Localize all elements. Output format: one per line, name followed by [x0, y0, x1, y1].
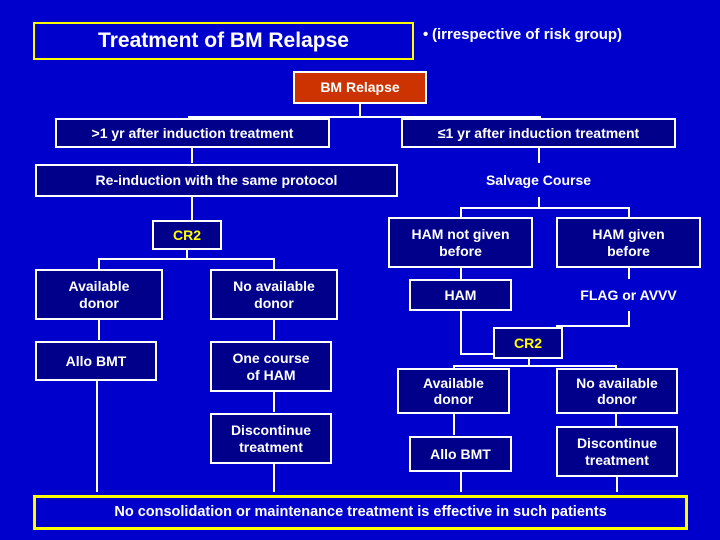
connector-hamnotgiven-to-ham [460, 268, 462, 279]
connector-ham-to-cr2 [460, 353, 504, 355]
connector-ham-down [460, 311, 462, 355]
left-protocol-node: Re-induction with the same protocol [35, 164, 398, 197]
connector-ham-given-down [628, 207, 630, 218]
connector-right-to-salvage [538, 148, 540, 163]
right-salvage-node: Salvage Course [485, 172, 592, 189]
connector-right-noavaildonor-down [615, 365, 617, 369]
connector-left-discontinue-to-footer [273, 464, 275, 492]
connector-left-noavaildonor-down2 [273, 320, 275, 340]
connector-onecourse-down [273, 392, 275, 412]
connector-right-availdonor-down [453, 365, 455, 369]
left-allo-bmt-node: Allo BMT [35, 341, 157, 381]
right-allo-bmt-node: Allo BMT [409, 436, 512, 472]
connector-root-split [188, 116, 541, 118]
right-cr2-label: CR2 [513, 334, 542, 351]
connector-left-availabledonor-down [98, 258, 100, 270]
bullet-icon: • [423, 26, 429, 43]
connector-right-availdonor-down2 [453, 414, 455, 435]
connector-rightcr2-down [528, 359, 530, 367]
connector-hamgiven-to-flag [628, 268, 630, 279]
left-cr2-node: CR2 [152, 220, 222, 250]
ham-given-node: HAM given before [556, 217, 701, 268]
connector-rightcr2-split [453, 365, 615, 367]
connector-right-allobmt-to-footer [460, 472, 462, 492]
right-discontinue-node: Discontinue treatment [556, 426, 678, 477]
connector-salvage-split [460, 207, 629, 209]
connector-flag-to-cr2 [556, 325, 630, 327]
branch-left-label: >1 yr after induction treatment [55, 118, 330, 148]
flag-avvv-node: FLAG or AVVV [580, 286, 677, 303]
connector-leftcr2-split [98, 258, 275, 260]
connector-left-availdonor-down2 [98, 320, 100, 340]
left-no-available-donor-node: No available donor [210, 269, 338, 320]
left-discontinue-node: Discontinue treatment [210, 413, 332, 464]
branch-right-label: ≤1 yr after induction treatment [401, 118, 676, 148]
connector-right-discontinue-to-footer [616, 477, 618, 492]
left-available-donor-node: Available donor [35, 269, 163, 320]
page-title: Treatment of BM Relapse [33, 22, 414, 60]
title-note: (irrespective of risk group) [432, 26, 623, 43]
left-cr2-label: CR2 [172, 226, 201, 243]
right-no-available-donor-node: No available donor [556, 368, 678, 414]
connector-right-noavaildonor-down2 [615, 414, 617, 426]
ham-not-given-node: HAM not given before [388, 217, 533, 268]
connector-cr2-in [191, 207, 193, 220]
ham-node: HAM [409, 279, 512, 311]
right-available-donor-node: Available donor [397, 368, 510, 414]
connector-leftcr2-down [186, 250, 188, 260]
root-node-bm-relapse: BM Relapse [293, 71, 427, 104]
connector-left-to-protocol [191, 148, 193, 163]
connector-flag-down [628, 311, 630, 327]
connector-rightcr2-in [556, 325, 558, 328]
left-one-course-ham-node: One course of HAM [210, 341, 332, 392]
right-cr2-node: CR2 [493, 327, 563, 359]
footer-note: No consolidation or maintenance treatmen… [33, 495, 688, 530]
connector-salvage-down [538, 197, 540, 209]
connector-root-down [359, 104, 361, 118]
connector-left-allobmt-to-footer [96, 381, 98, 492]
connector-left-noavailabledonor-down [273, 258, 275, 270]
connector-ham-notgiven-down [460, 207, 462, 218]
connector-protocol-down [191, 197, 193, 209]
